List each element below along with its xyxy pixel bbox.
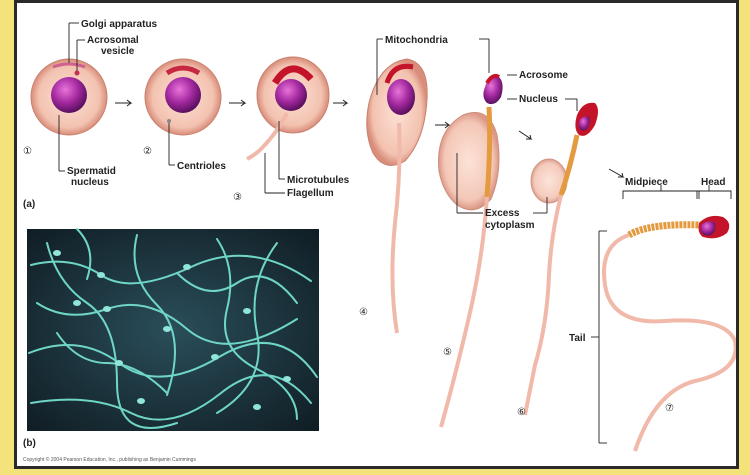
step-5-number: ⑤ xyxy=(443,347,452,358)
acrosomal-vesicle-label-2: vesicle xyxy=(101,46,135,57)
stage-4-cell xyxy=(367,59,427,333)
acrosomal-vesicle-label: Acrosomal xyxy=(87,35,139,46)
head-label: Head xyxy=(701,177,725,188)
arrow-icon xyxy=(609,169,623,177)
excess-label: Excess xyxy=(485,208,520,219)
copyright-text: Copyright © 2004 Pearson Education, Inc.… xyxy=(23,456,196,463)
panel-b-label: (b) xyxy=(23,438,36,449)
mitochondria-label: Mitochondria xyxy=(385,35,448,46)
acrosome-label: Acrosome xyxy=(519,70,568,81)
arrow-icon xyxy=(435,122,449,128)
arrow-icon xyxy=(229,100,245,106)
arrow-icon xyxy=(115,100,131,106)
step-4-number: ④ xyxy=(359,307,368,318)
step-7-number: ⑦ xyxy=(665,403,674,414)
stage-1-cell xyxy=(31,59,107,135)
stage-3-cell xyxy=(247,57,329,159)
microtubules-label: Microtubules xyxy=(287,175,350,186)
spermatid-label: Spermatid xyxy=(67,166,116,177)
excess-label-2: cytoplasm xyxy=(485,220,535,231)
spermatid-label-2: nucleus xyxy=(71,177,109,188)
arrow-icon xyxy=(519,131,531,139)
flagellum-label: Flagellum xyxy=(287,188,334,199)
stage-5-cell xyxy=(439,76,503,427)
panel-a-label: (a) xyxy=(23,199,35,210)
sperm-micrograph xyxy=(27,229,319,431)
centrioles-label: Centrioles xyxy=(177,161,226,172)
arrow-icon xyxy=(333,100,347,106)
step-3-number: ③ xyxy=(233,192,242,203)
nucleus-label: Nucleus xyxy=(519,94,558,105)
figure-frame: Golgi apparatus Acrosomal vesicle Sperma… xyxy=(14,0,739,469)
spermiogenesis-diagram: Golgi apparatus Acrosomal vesicle Sperma… xyxy=(17,3,736,466)
golgi-label: Golgi apparatus xyxy=(81,19,158,30)
stage-6-cell xyxy=(525,103,598,415)
step-1-number: ① xyxy=(23,146,32,157)
stage-2-cell xyxy=(145,59,221,135)
step-6-number: ⑥ xyxy=(517,407,526,418)
midpiece-label: Midpiece xyxy=(625,177,668,188)
tail-label: Tail xyxy=(569,333,586,344)
step-2-number: ② xyxy=(143,146,152,157)
